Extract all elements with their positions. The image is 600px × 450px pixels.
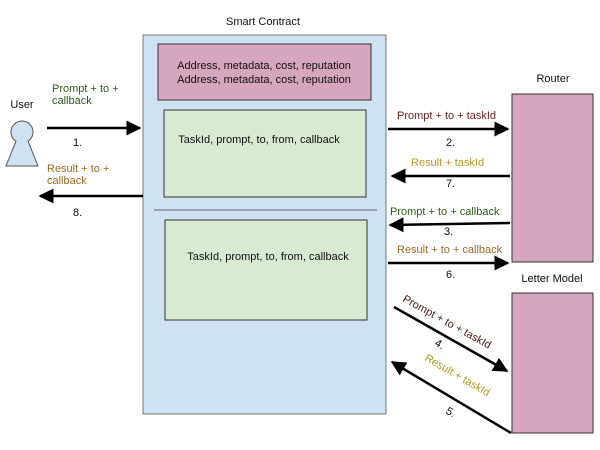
registry-line-2: Address, metadata, cost, reputation [177,74,351,86]
arrow-5-label: Result + taskId [423,352,492,399]
arrow-8-label-line-1: Result + to + [47,163,109,175]
arrow-2-step: 2. [446,137,455,149]
arrow-4-step: 4. [433,337,447,352]
arrow-1-label-line-2: callback [52,95,92,107]
task-box-1-text: TaskId, prompt, to, from, callback [178,134,340,146]
arrow-2-label: Prompt + to + taskId [397,110,496,122]
arrow-3-step: 3. [444,226,453,238]
letter-model-box [511,292,594,434]
arrow-step-7: Result + taskId 7. [390,157,510,190]
arrow-step-1: Prompt + to + callback 1. [47,83,142,149]
router-label: Router [536,73,569,85]
arrow-8-step: 8. [73,207,82,219]
task-box-2 [164,219,368,321]
arrow-7-step: 7. [446,178,455,190]
user-icon [5,120,39,167]
arrow-step-2: Prompt + to + taskId 2. [388,110,510,149]
arrow-step-8: Result + to + callback 8. [38,163,143,219]
smart-contract-title: Smart Contract [226,16,300,28]
arrow-8-label-line-2: callback [47,175,87,187]
arrow-7-label: Result + taskId [411,157,484,169]
arrow-step-6: Result + to + callback 6. [388,244,510,281]
task-box-2-text: TaskId, prompt, to, from, callback [187,251,349,263]
arrow-6-step: 6. [446,269,455,281]
user-label: User [10,99,34,111]
arrow-6-label: Result + to + callback [397,244,503,256]
arrow-step-3: Prompt + to + callback 3. [388,206,511,238]
arrow-5-step: 5. [444,405,458,420]
arrow-4-label: Prompt + to + taskId [401,293,493,352]
arrow-1-label-line-1: Prompt + to + [52,83,119,95]
arrow-3-label: Prompt + to + callback [390,206,500,218]
letter-model-label: Letter Model [521,273,582,285]
registry-box [157,43,372,101]
arrow-step-4: Prompt + to + taskId 4. [393,293,509,373]
registry-line-1: Address, metadata, cost, reputation [177,60,351,72]
router-box [511,93,594,263]
arrow-1-step: 1. [73,137,82,149]
task-box-1 [163,109,367,198]
